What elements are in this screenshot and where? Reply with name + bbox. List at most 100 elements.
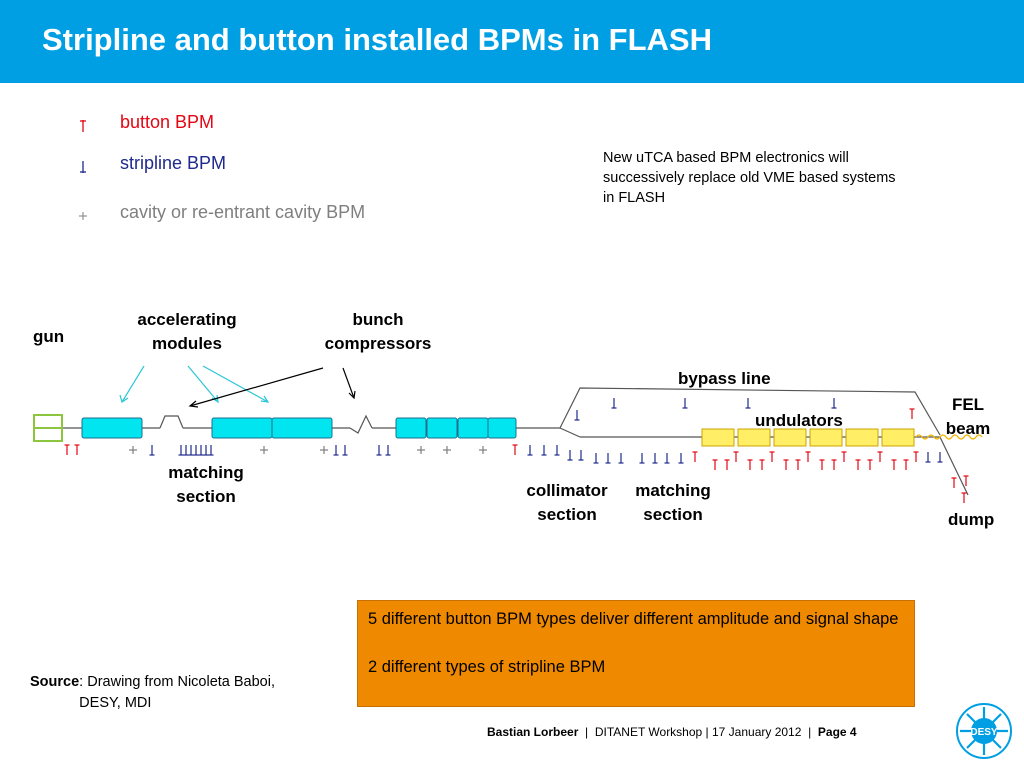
legend-label-stripline-bpm: stripline BPM [120, 153, 227, 173]
gun-icon [33, 414, 63, 442]
button-bpm-marker [733, 451, 739, 462]
stripline-bpm-marker [183, 445, 189, 456]
cavity-bpm-marker [260, 446, 268, 454]
electronics-note: New uTCA based BPM electronics will succ… [603, 150, 896, 206]
button-bpm-marker [805, 451, 811, 462]
source-note: Source: Drawing from Nicoleta Baboi, DES… [30, 672, 319, 714]
flash-beamline-diagram [33, 365, 983, 503]
stripline-bpm-marker [333, 445, 339, 456]
stripline-bpm-marker [554, 445, 560, 456]
stripline-bpm-marker [541, 445, 547, 456]
label-accelerating-modules: accelerating modules [137, 310, 237, 353]
footer-sep-2: | [804, 725, 815, 739]
button-bpm-marker [951, 477, 957, 488]
button-bpm-marker [795, 459, 801, 470]
stripline-bpm-marker [527, 445, 533, 456]
legend-label-button-bpm: button BPM [120, 112, 215, 132]
button-bpm-marker [841, 451, 847, 462]
source-text: : Drawing from Nicoleta Baboi, DESY, MDI [79, 674, 275, 711]
footer: Bastian Lorbeer | DITANET Workshop | 17 … [487, 725, 857, 739]
stripline-bpm-marker [149, 445, 155, 456]
info-line-2: 2 different types of stripline BPM [368, 658, 606, 676]
stripline-bpm-marker [605, 453, 611, 464]
stripline-bpm-marker [198, 445, 204, 456]
button-bpm-marker [913, 451, 919, 462]
pointer-arrows [119, 365, 356, 408]
label-collimator-section: collimator section [526, 481, 608, 524]
stripline-bpm-marker [682, 398, 688, 409]
stripline-bpm-marker [925, 452, 931, 463]
footer-event: DITANET Workshop | 17 January 2012 [594, 725, 802, 739]
stripline-bpm-marker [678, 453, 684, 464]
button-bpm-marker [512, 444, 518, 455]
stripline-bpm-marker [376, 445, 382, 456]
label-undulators: undulators [755, 411, 843, 430]
button-bpm-marker [819, 459, 825, 470]
button-bpm-marker [769, 451, 775, 462]
button-bpm-marker [712, 459, 718, 470]
desy-logo-icon: DESY [956, 703, 1012, 759]
stripline-bpm-icon [80, 161, 86, 173]
stripline-bpm-marker [342, 445, 348, 456]
source-label: Source [30, 674, 80, 690]
label-bunch-compressors: bunch compressors [324, 310, 432, 353]
stripline-bpm-marker [618, 453, 624, 464]
cavity-bpm-icon [79, 212, 87, 220]
button-bpm-marker [724, 459, 730, 470]
button-bpm-marker [961, 492, 967, 503]
info-line-1: 5 different button BPM types deliver dif… [368, 610, 899, 628]
label-fel-beam: FEL beam [945, 395, 991, 438]
footer-sep-1: | [581, 725, 592, 739]
stripline-bpm-marker [574, 410, 580, 421]
stripline-bpm-marker [745, 398, 751, 409]
cavity-bpm-marker [479, 446, 487, 454]
label-dump: dump [948, 510, 995, 529]
accelerating-modules [81, 417, 517, 439]
stripline-bpm-marker [203, 445, 209, 456]
button-bpm-marker [891, 459, 897, 470]
cavity-bpm-marker [129, 446, 137, 454]
button-bpm-marker [867, 459, 873, 470]
button-bpm-marker [759, 459, 765, 470]
stripline-bpm-marker [652, 453, 658, 464]
stripline-bpm-marker [937, 452, 943, 463]
info-box: 5 different button BPM types deliver dif… [357, 600, 915, 707]
bpm-markers [64, 398, 969, 503]
button-bpm-marker [74, 444, 80, 455]
footer-author: Bastian Lorbeer [487, 725, 579, 739]
logo-text: DESY [970, 727, 998, 738]
stripline-bpm-marker [664, 453, 670, 464]
button-bpm-marker [855, 459, 861, 470]
button-bpm-marker [747, 459, 753, 470]
undulator-segments [701, 428, 915, 447]
button-bpm-marker [692, 451, 698, 462]
label-gun: gun [33, 327, 65, 346]
stripline-bpm-marker [611, 398, 617, 409]
fel-beam-wave-icon [915, 434, 983, 440]
cavity-bpm-marker [443, 446, 451, 454]
label-matching-section-2: matching section [635, 481, 711, 524]
stripline-bpm-marker [178, 445, 184, 456]
footer-page: Page 4 [817, 725, 857, 739]
page-title: Stripline and button installed BPMs in F… [42, 22, 712, 57]
stripline-bpm-marker [578, 450, 584, 461]
stripline-bpm-marker [208, 445, 214, 456]
stripline-bpm-marker [385, 445, 391, 456]
label-matching-section-1: matching section [168, 463, 244, 506]
button-bpm-marker [909, 408, 915, 419]
legend-label-cavity-bpm: cavity or re-entrant cavity BPM [120, 202, 366, 222]
button-bpm-marker [831, 459, 837, 470]
stripline-bpm-marker [593, 453, 599, 464]
button-bpm-marker [783, 459, 789, 470]
title-bar: Stripline and button installed BPMs in F… [0, 0, 1024, 83]
button-bpm-marker [877, 451, 883, 462]
stripline-bpm-marker [831, 398, 837, 409]
stripline-bpm-marker [193, 445, 199, 456]
button-bpm-marker [64, 444, 70, 455]
stripline-bpm-marker [567, 450, 573, 461]
label-bypass-line: bypass line [678, 369, 771, 388]
button-bpm-marker [963, 475, 969, 486]
button-bpm-icon [80, 120, 86, 132]
stripline-bpm-marker [639, 453, 645, 464]
cavity-bpm-marker [417, 446, 425, 454]
